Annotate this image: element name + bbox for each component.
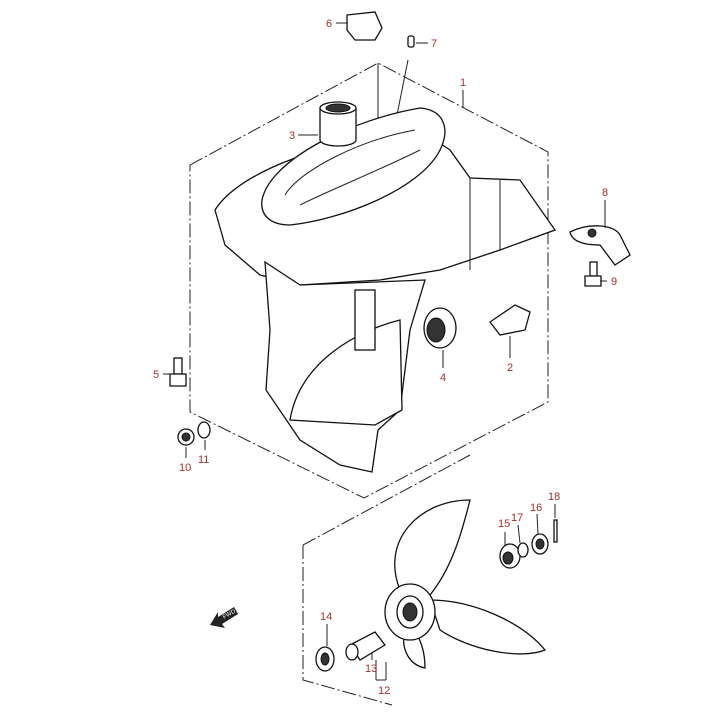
- callout-12: 12: [378, 685, 390, 697]
- callout-4: 4: [440, 372, 446, 384]
- callout-3: 3: [289, 130, 295, 142]
- dowel-pin[interactable]: [407, 35, 415, 48]
- needle-bearing[interactable]: [319, 101, 357, 147]
- callout-16: 16: [530, 502, 542, 514]
- water-inlet-cover[interactable]: [489, 304, 531, 336]
- trim-tab[interactable]: [569, 225, 631, 266]
- oil-seal-housing[interactable]: [423, 307, 457, 349]
- fwd-arrow-marker: FWD: [210, 607, 238, 628]
- propeller-nut[interactable]: [531, 533, 549, 555]
- callout-8: 8: [602, 187, 608, 199]
- washer-17[interactable]: [517, 542, 529, 558]
- gearcase-assembly-box: [189, 62, 549, 499]
- trim-tab-bolt[interactable]: [584, 261, 602, 287]
- callout-15: 15: [498, 518, 510, 530]
- cotter-pin[interactable]: [553, 519, 558, 543]
- callout-7: 7: [431, 38, 437, 50]
- callout-2: 2: [507, 362, 513, 374]
- callout-9: 9: [611, 276, 617, 288]
- propeller[interactable]: [384, 499, 547, 669]
- thrust-washer[interactable]: [315, 646, 335, 672]
- callout-6: 6: [326, 18, 332, 30]
- callout-10: 10: [179, 462, 191, 474]
- washer[interactable]: [197, 421, 211, 439]
- callout-17: 17: [511, 512, 523, 524]
- spacer[interactable]: [499, 543, 521, 569]
- callout-18: 18: [548, 491, 560, 503]
- gear-case[interactable]: [214, 107, 557, 473]
- bushing[interactable]: [345, 631, 386, 661]
- cap[interactable]: [346, 11, 383, 41]
- propeller-assembly-box: [302, 454, 471, 706]
- callout-14: 14: [320, 611, 332, 623]
- callout-1: 1: [460, 77, 466, 89]
- callout-11: 11: [198, 454, 209, 466]
- gearcase-bolt[interactable]: [169, 357, 187, 387]
- nut-hole: [181, 432, 191, 442]
- leader-lines: [163, 22, 607, 681]
- callout-5: 5: [153, 369, 159, 381]
- callout-13: 13: [365, 663, 377, 675]
